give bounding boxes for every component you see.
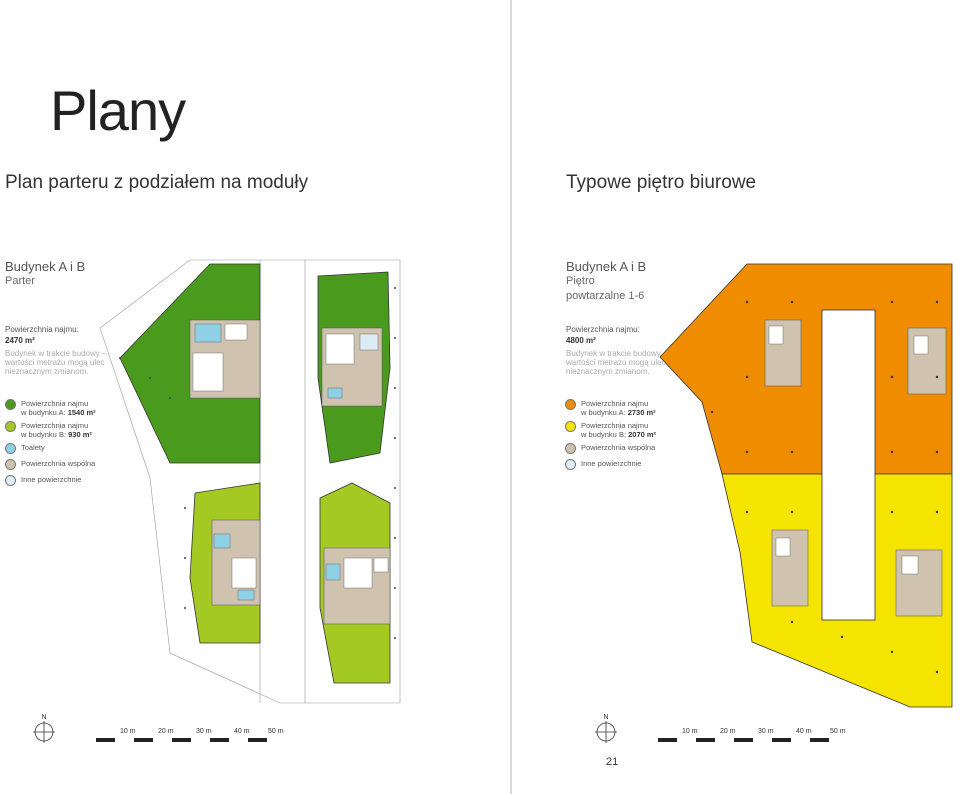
rental-area-label: Powierzchnia najmu: (566, 325, 640, 334)
pale-blue-dot-icon (565, 459, 576, 470)
north-arrow-icon: N (595, 714, 617, 743)
yellow-dot-icon (565, 421, 576, 432)
rental-area-label: Powierzchnia najmu: (5, 325, 79, 334)
scale-label-20: 20 m (158, 728, 174, 735)
building-name: Budynek A i B (566, 259, 647, 274)
scale-label-10: 10 m (682, 728, 698, 735)
scale-label-40: 40 m (234, 728, 250, 735)
rental-area-left: Powierzchnia najmu: 2470 m² (5, 324, 79, 346)
scale-label-50: 50 m (830, 728, 846, 735)
ground-floor-plan (99, 259, 401, 704)
beige-dot-icon (5, 459, 16, 470)
construction-note-left: Budynek w trakcie budowy – wartości metr… (5, 349, 107, 376)
scale-label-10: 10 m (120, 728, 136, 735)
north-label: N (603, 714, 608, 721)
page-gutter (510, 0, 512, 794)
light-green-dot-icon (5, 421, 16, 432)
right-page: Typowe piętro biurowe Budynek A i B Pięt… (512, 0, 960, 794)
blue-dot-icon (5, 443, 16, 454)
beige-dot-icon (565, 443, 576, 454)
rental-area-value: 2470 m² (5, 336, 35, 345)
scale-label-40: 40 m (796, 728, 812, 735)
typical-floor-plan (659, 263, 953, 708)
scale-bar-right: 10 m 20 m 30 m 40 m 50 m (658, 728, 846, 744)
scale-label-50: 50 m (268, 728, 284, 735)
scale-label-20: 20 m (720, 728, 736, 735)
building-name: Budynek A i B (5, 259, 86, 274)
building-heading-left: Budynek A i B Parter (5, 259, 85, 289)
north-arrow-icon: N (33, 714, 55, 743)
typical-floor-title: Typowe piętro biurowe (566, 172, 757, 193)
building-floor-detail: powtarzalne 1-6 (566, 290, 645, 302)
rental-area-value: 4800 m² (566, 336, 596, 345)
scale-label-30: 30 m (196, 728, 212, 735)
pale-blue-dot-icon (5, 475, 16, 486)
building-floor: Piętro (566, 275, 595, 287)
green-dot-icon (5, 399, 16, 410)
ground-floor-plan-title: Plan parteru z podziałem na moduły (5, 172, 309, 193)
scale-bar-left: 10 m 20 m 30 m 40 m 50 m (96, 728, 284, 744)
scale-label-30: 30 m (758, 728, 774, 735)
building-floor: Parter (5, 275, 35, 287)
orange-dot-icon (565, 399, 576, 410)
rental-area-right: Powierzchnia najmu: 4800 m² (566, 324, 640, 346)
building-heading-right: Budynek A i B Piętro powtarzalne 1-6 (566, 259, 646, 304)
left-page: Plany Plan parteru z podziałem na moduły… (5, 79, 401, 744)
construction-note-right: Budynek w trakcie budowy – wartości metr… (566, 349, 668, 376)
north-label: N (41, 714, 46, 721)
page-title: Plany (50, 79, 186, 142)
atrium-void (821, 309, 876, 621)
page-number: 21 (606, 756, 619, 768)
